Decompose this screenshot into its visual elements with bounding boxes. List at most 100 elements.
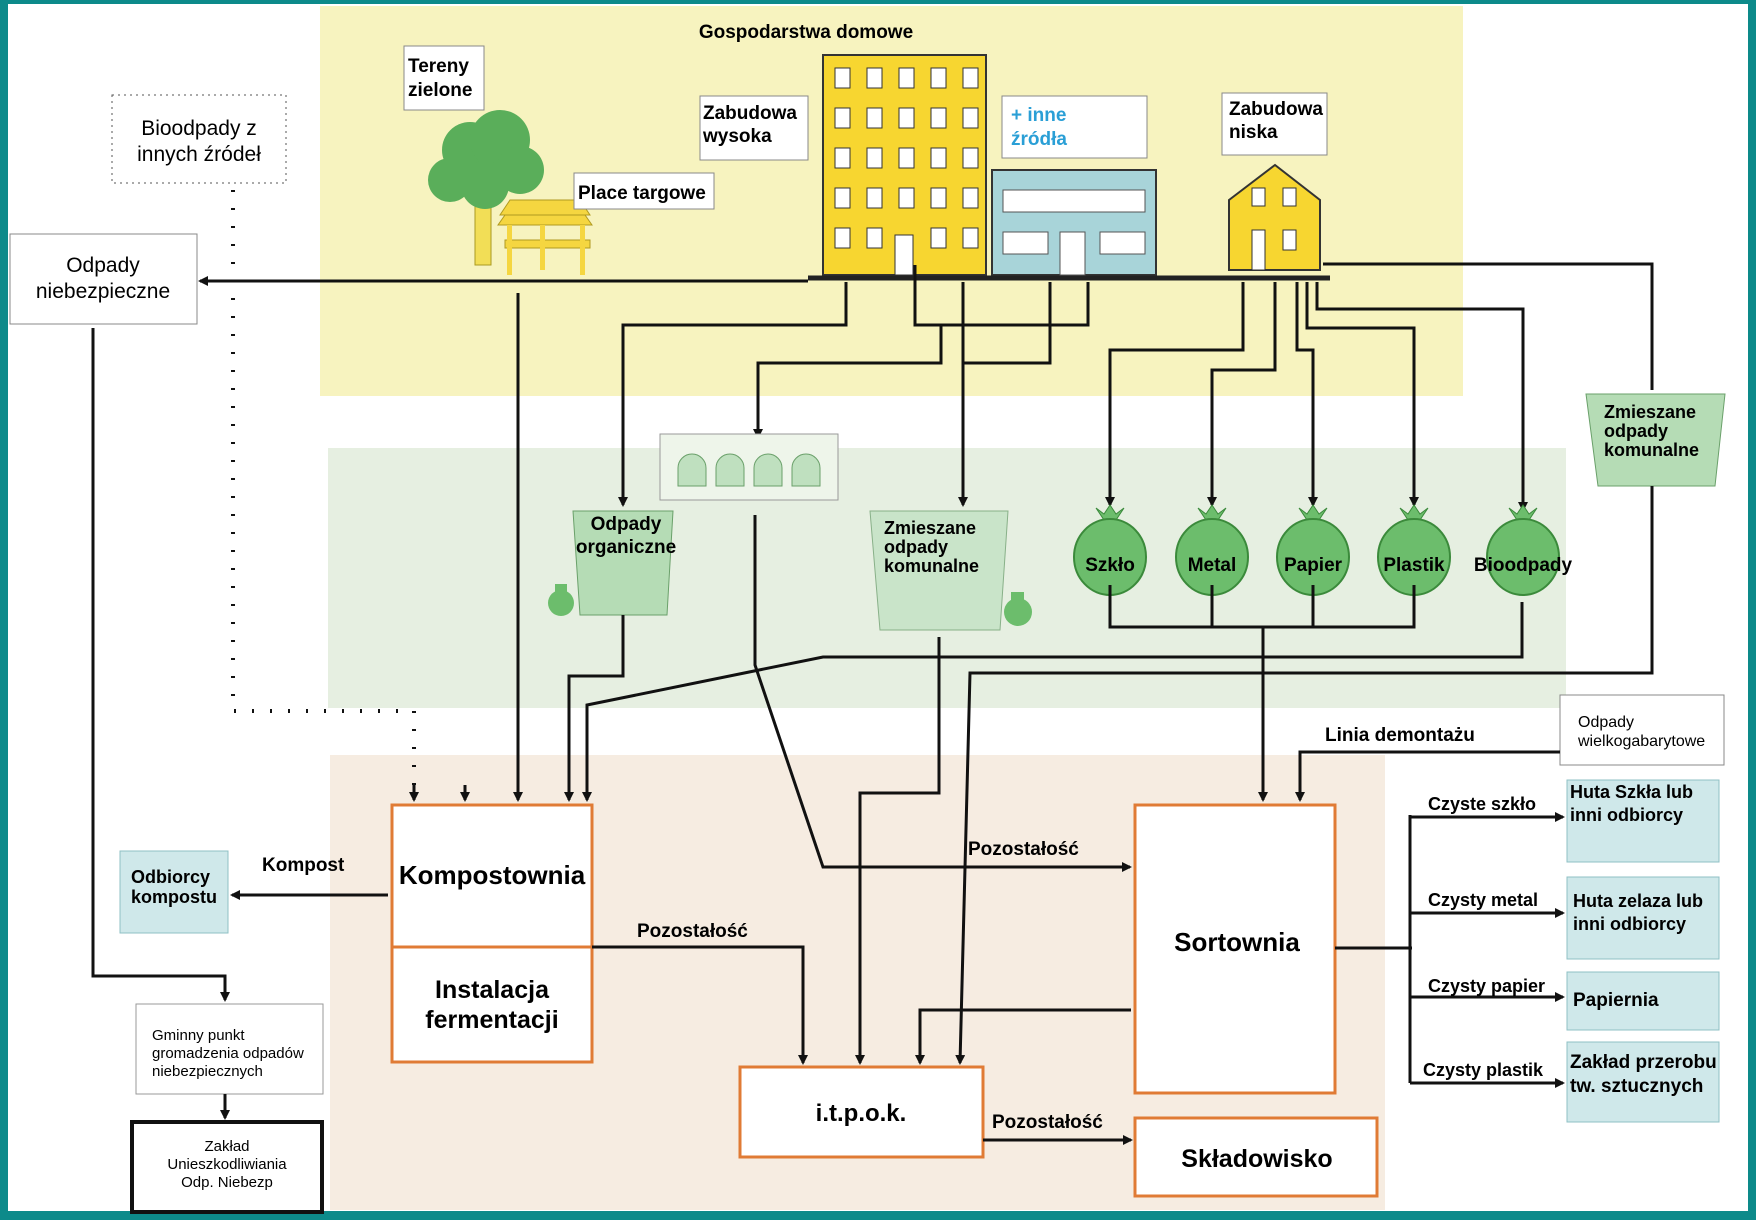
window <box>866 227 883 249</box>
svg-text:wysoka: wysoka <box>702 126 772 147</box>
households-title: Gospodarstwa domowe <box>699 22 913 43</box>
window <box>898 107 915 129</box>
flow-label-clean-glass: Czyste szkło <box>1428 794 1536 814</box>
svg-text:fermentacji: fermentacji <box>425 1006 558 1034</box>
window <box>898 67 915 89</box>
window <box>962 187 979 209</box>
steel-works-node: Huta zelaza lub inni odbiorcy <box>1566 876 1720 960</box>
fermentation-node: Instalacja fermentacji <box>390 945 594 1064</box>
bell-containers-icon <box>659 433 839 501</box>
svg-text:Odpady: Odpady <box>1578 714 1634 731</box>
svg-text:Odp. Niebezp: Odp. Niebezp <box>181 1174 273 1191</box>
kompostownia-node: Kompostownia <box>390 803 594 949</box>
svg-text:i.t.p.o.k.: i.t.p.o.k. <box>816 1100 907 1127</box>
flow-label-residue-sort: Pozostałość <box>968 839 1079 860</box>
svg-text:inni odbiorcy: inni odbiorcy <box>1570 805 1683 825</box>
svg-text:Gminny punkt: Gminny punkt <box>152 1027 245 1044</box>
svg-text:Odpady: Odpady <box>66 254 140 277</box>
window <box>962 107 979 129</box>
window <box>834 187 851 209</box>
bag-papier: Papier <box>1276 504 1350 596</box>
window <box>962 67 979 89</box>
flow-label-clean-plastic: Czysty plastik <box>1423 1060 1544 1080</box>
svg-text:Kompostownia: Kompostownia <box>399 860 586 890</box>
bag-metal: Metal <box>1175 504 1249 596</box>
flow-label-clean-metal: Czysty metal <box>1428 890 1538 910</box>
svg-text:odpady: odpady <box>1604 421 1668 441</box>
svg-text:Zmieszane: Zmieszane <box>1604 402 1696 422</box>
window <box>866 107 883 129</box>
svg-text:Zmieszane: Zmieszane <box>884 518 976 538</box>
svg-text:Odbiorcy: Odbiorcy <box>131 867 210 887</box>
market-stall-icon <box>497 199 593 275</box>
processing-flows <box>220 812 1565 1145</box>
svg-text:Huta zelaza lub: Huta zelaza lub <box>1573 891 1703 911</box>
tree-icon <box>428 110 544 266</box>
svg-text:inni odbiorcy: inni odbiorcy <box>1573 914 1686 934</box>
flow-label-residue-compost: Pozostałość <box>637 921 748 942</box>
svg-text:Instalacja: Instalacja <box>435 976 550 1004</box>
hazard-disposal-plant-node: Zakład Unieszkodliwiania Odp. Niebezp <box>130 1120 324 1214</box>
organic-waste-bin: Odpady organiczne <box>548 510 676 616</box>
svg-text:niska: niska <box>1229 122 1278 143</box>
bag-plastik: Plastik <box>1377 504 1451 596</box>
window <box>898 147 915 169</box>
flow-label-kompost: Kompost <box>262 855 345 876</box>
flow-label-residue-itpok: Pozostałość <box>992 1112 1103 1133</box>
window <box>930 227 947 249</box>
node-odpady-wielkogabarytowe: Odpady wielkogabarytowe <box>1559 694 1725 766</box>
window <box>930 107 947 129</box>
svg-text:Zabudowa: Zabudowa <box>1229 99 1323 120</box>
svg-text:Składowisko: Składowisko <box>1181 1145 1332 1173</box>
flow-label-dismantling: Linia demontażu <box>1325 725 1475 746</box>
sack-label: Szkło <box>1085 555 1135 576</box>
svg-text:Place targowe: Place targowe <box>578 183 706 204</box>
household-flows <box>91 262 1654 1002</box>
label-place-targowe: Place targowe <box>573 172 715 210</box>
skladowisko-node: Składowisko <box>1133 1116 1379 1198</box>
svg-text:gromadzenia odpadów: gromadzenia odpadów <box>152 1045 304 1062</box>
svg-text:Papiernia: Papiernia <box>1573 990 1659 1011</box>
svg-text:innych źródeł: innych źródeł <box>137 143 261 166</box>
compost-buyers-node: Odbiorcy kompostu <box>119 850 229 934</box>
svg-text:niebezpiecznych: niebezpiecznych <box>152 1063 263 1080</box>
sortownia-node: Sortownia <box>1133 803 1337 1095</box>
svg-text:Zabudowa: Zabudowa <box>703 103 797 124</box>
svg-text:Unieszkodliwiania: Unieszkodliwiania <box>167 1156 287 1173</box>
window <box>834 147 851 169</box>
paper-mill-node: Papiernia <box>1566 971 1720 1031</box>
collection-flows <box>564 486 1654 1065</box>
svg-text:Odpady: Odpady <box>591 514 662 535</box>
itpok-node: i.t.p.o.k. <box>738 1065 985 1159</box>
hazard-collection-point-node: Gminny punkt gromadzenia odpadów niebezp… <box>135 1003 324 1095</box>
window <box>866 67 883 89</box>
window <box>930 187 947 209</box>
svg-text:Sortownia: Sortownia <box>1174 927 1300 957</box>
window <box>834 227 851 249</box>
svg-text:wielkogabarytowe: wielkogabarytowe <box>1577 733 1705 750</box>
window <box>834 67 851 89</box>
window <box>930 147 947 169</box>
window <box>866 147 883 169</box>
label-zabudowa-niska: Zabudowa niska <box>1221 92 1328 156</box>
window <box>834 107 851 129</box>
plastics-plant-node: Zakład przerobu tw. sztucznych <box>1566 1041 1720 1123</box>
label-bioodpady-inne: Bioodpady z innych źródeł <box>111 94 287 184</box>
small-bag-icon <box>548 584 574 616</box>
svg-text:Tereny: Tereny <box>408 56 469 77</box>
svg-text:komunalne: komunalne <box>884 556 979 576</box>
svg-text:zielone: zielone <box>408 80 472 101</box>
sack-label: Metal <box>1188 555 1237 576</box>
low-rise-house-icon <box>1228 163 1321 271</box>
small-bag-icon <box>1004 592 1032 626</box>
window <box>962 147 979 169</box>
other-sources-building-icon <box>991 169 1157 276</box>
window <box>866 187 883 209</box>
svg-text:odpady: odpady <box>884 537 948 557</box>
node-odpady-niebezpieczne: Odpady niebezpieczne <box>9 233 198 325</box>
mixed-municipal-bin-right: Zmieszane odpady komunalne <box>1585 393 1726 487</box>
svg-text:komunalne: komunalne <box>1604 440 1699 460</box>
flow-label-clean-paper: Czysty papier <box>1428 976 1545 996</box>
